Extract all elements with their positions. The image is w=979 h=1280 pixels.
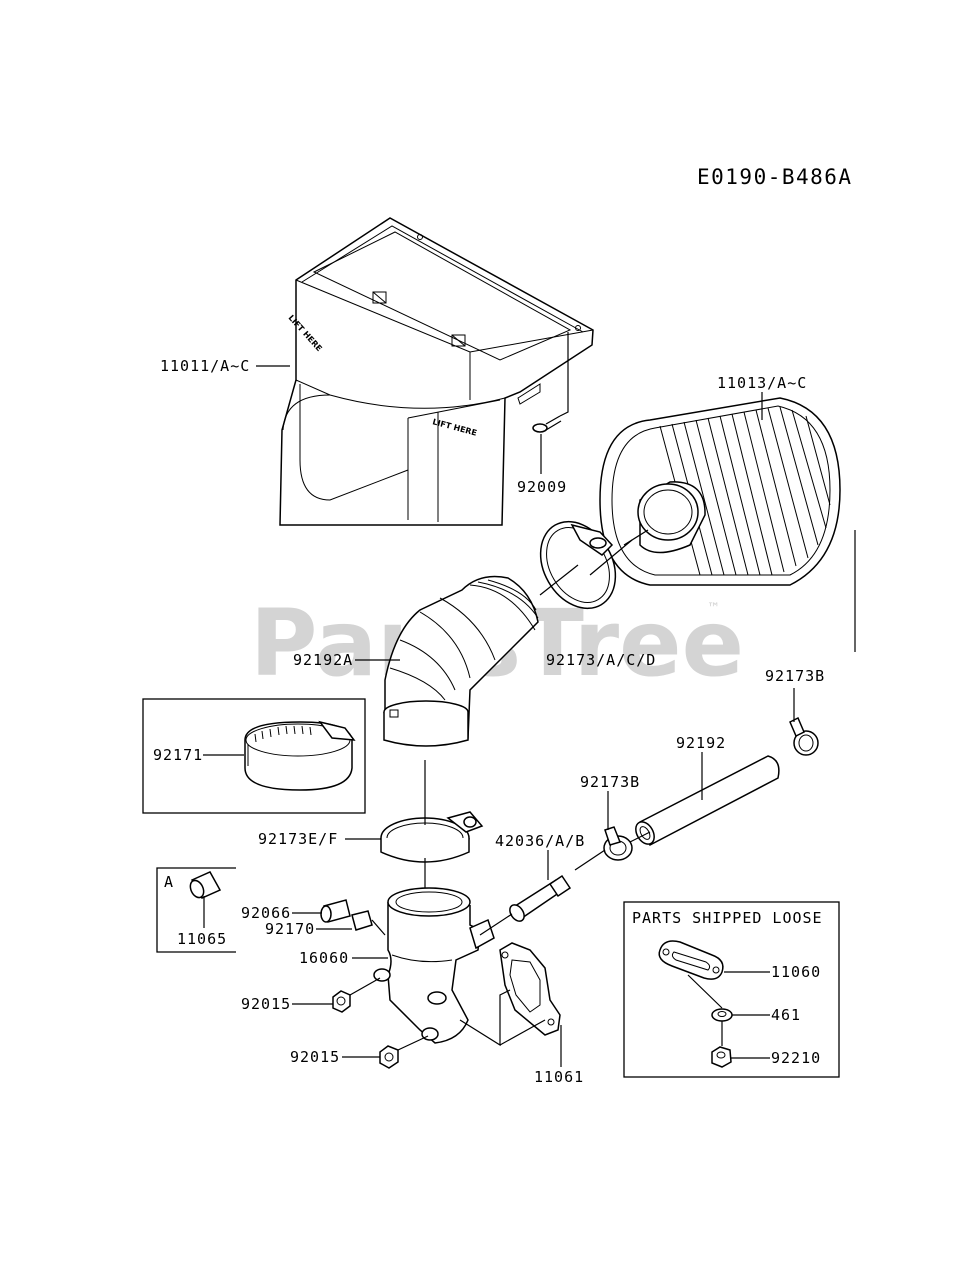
label-11013[interactable]: 11013/A~C bbox=[717, 374, 807, 392]
label-11011[interactable]: 11011/A~C bbox=[160, 357, 250, 375]
cap-11065[interactable] bbox=[188, 871, 222, 900]
diagram-code: E0190-B486A bbox=[697, 165, 853, 189]
pipe-42036-a-b[interactable] bbox=[507, 874, 572, 924]
inset-box-a bbox=[156, 867, 236, 953]
nut-92015-upper[interactable] bbox=[332, 990, 351, 1013]
clamp-92173e-f[interactable] bbox=[380, 811, 484, 863]
inset-box-92171 bbox=[142, 698, 366, 814]
clamp-92173b-upper[interactable] bbox=[789, 716, 819, 756]
screw-92170[interactable] bbox=[351, 910, 386, 936]
label-inset-a: A bbox=[164, 873, 174, 891]
label-16060[interactable]: 16060 bbox=[299, 949, 349, 967]
label-92210[interactable]: 92210 bbox=[771, 1049, 821, 1067]
label-42036-a-b[interactable]: 42036/A/B bbox=[495, 832, 585, 850]
label-92170[interactable]: 92170 bbox=[265, 920, 315, 938]
label-92173-a-c-d[interactable]: 92173/A/C/D bbox=[546, 651, 656, 669]
label-11065[interactable]: 11065 bbox=[177, 930, 227, 948]
label-92015-upper[interactable]: 92015 bbox=[241, 995, 291, 1013]
label-11060[interactable]: 11060 bbox=[771, 963, 821, 981]
intake-duct-16060[interactable] bbox=[373, 887, 495, 1044]
label-92173e-f[interactable]: 92173E/F bbox=[258, 830, 338, 848]
parts-shipped-loose-title: PARTS SHIPPED LOOSE bbox=[632, 909, 823, 927]
label-92009[interactable]: 92009 bbox=[517, 478, 567, 496]
label-92171[interactable]: 92171 bbox=[153, 746, 203, 764]
air-cleaner-cover-11011[interactable] bbox=[279, 217, 594, 526]
hose-clamp-92171[interactable] bbox=[244, 720, 356, 791]
hose-92192[interactable] bbox=[632, 755, 780, 847]
clamp-92173b-lower[interactable] bbox=[603, 826, 633, 861]
fitting-92066[interactable] bbox=[320, 899, 351, 923]
label-92192[interactable]: 92192 bbox=[676, 734, 726, 752]
label-461[interactable]: 461 bbox=[771, 1006, 801, 1024]
label-92173b-lower[interactable]: 92173B bbox=[580, 773, 640, 791]
nut-92210[interactable] bbox=[711, 1046, 732, 1068]
washer-461[interactable] bbox=[711, 1008, 733, 1022]
gasket-11061[interactable] bbox=[499, 942, 561, 1036]
air-filter-11013[interactable] bbox=[599, 397, 841, 586]
leader-lines bbox=[203, 332, 856, 1067]
label-92173b-upper[interactable]: 92173B bbox=[765, 667, 825, 685]
screw-92009[interactable] bbox=[532, 415, 562, 433]
filter-pleats bbox=[659, 406, 831, 576]
parts-shipped-loose-box bbox=[623, 901, 840, 1078]
nut-92015-lower[interactable] bbox=[379, 1045, 399, 1069]
watermark-trademark: ™ bbox=[707, 601, 720, 616]
label-92066[interactable]: 92066 bbox=[241, 904, 291, 922]
label-92015-lower[interactable]: 92015 bbox=[290, 1048, 340, 1066]
gasket-11060[interactable] bbox=[658, 940, 724, 980]
elbow-hose-92192a[interactable] bbox=[383, 575, 539, 747]
label-11061[interactable]: 11061 bbox=[534, 1068, 584, 1086]
label-92192a[interactable]: 92192A bbox=[293, 651, 353, 669]
